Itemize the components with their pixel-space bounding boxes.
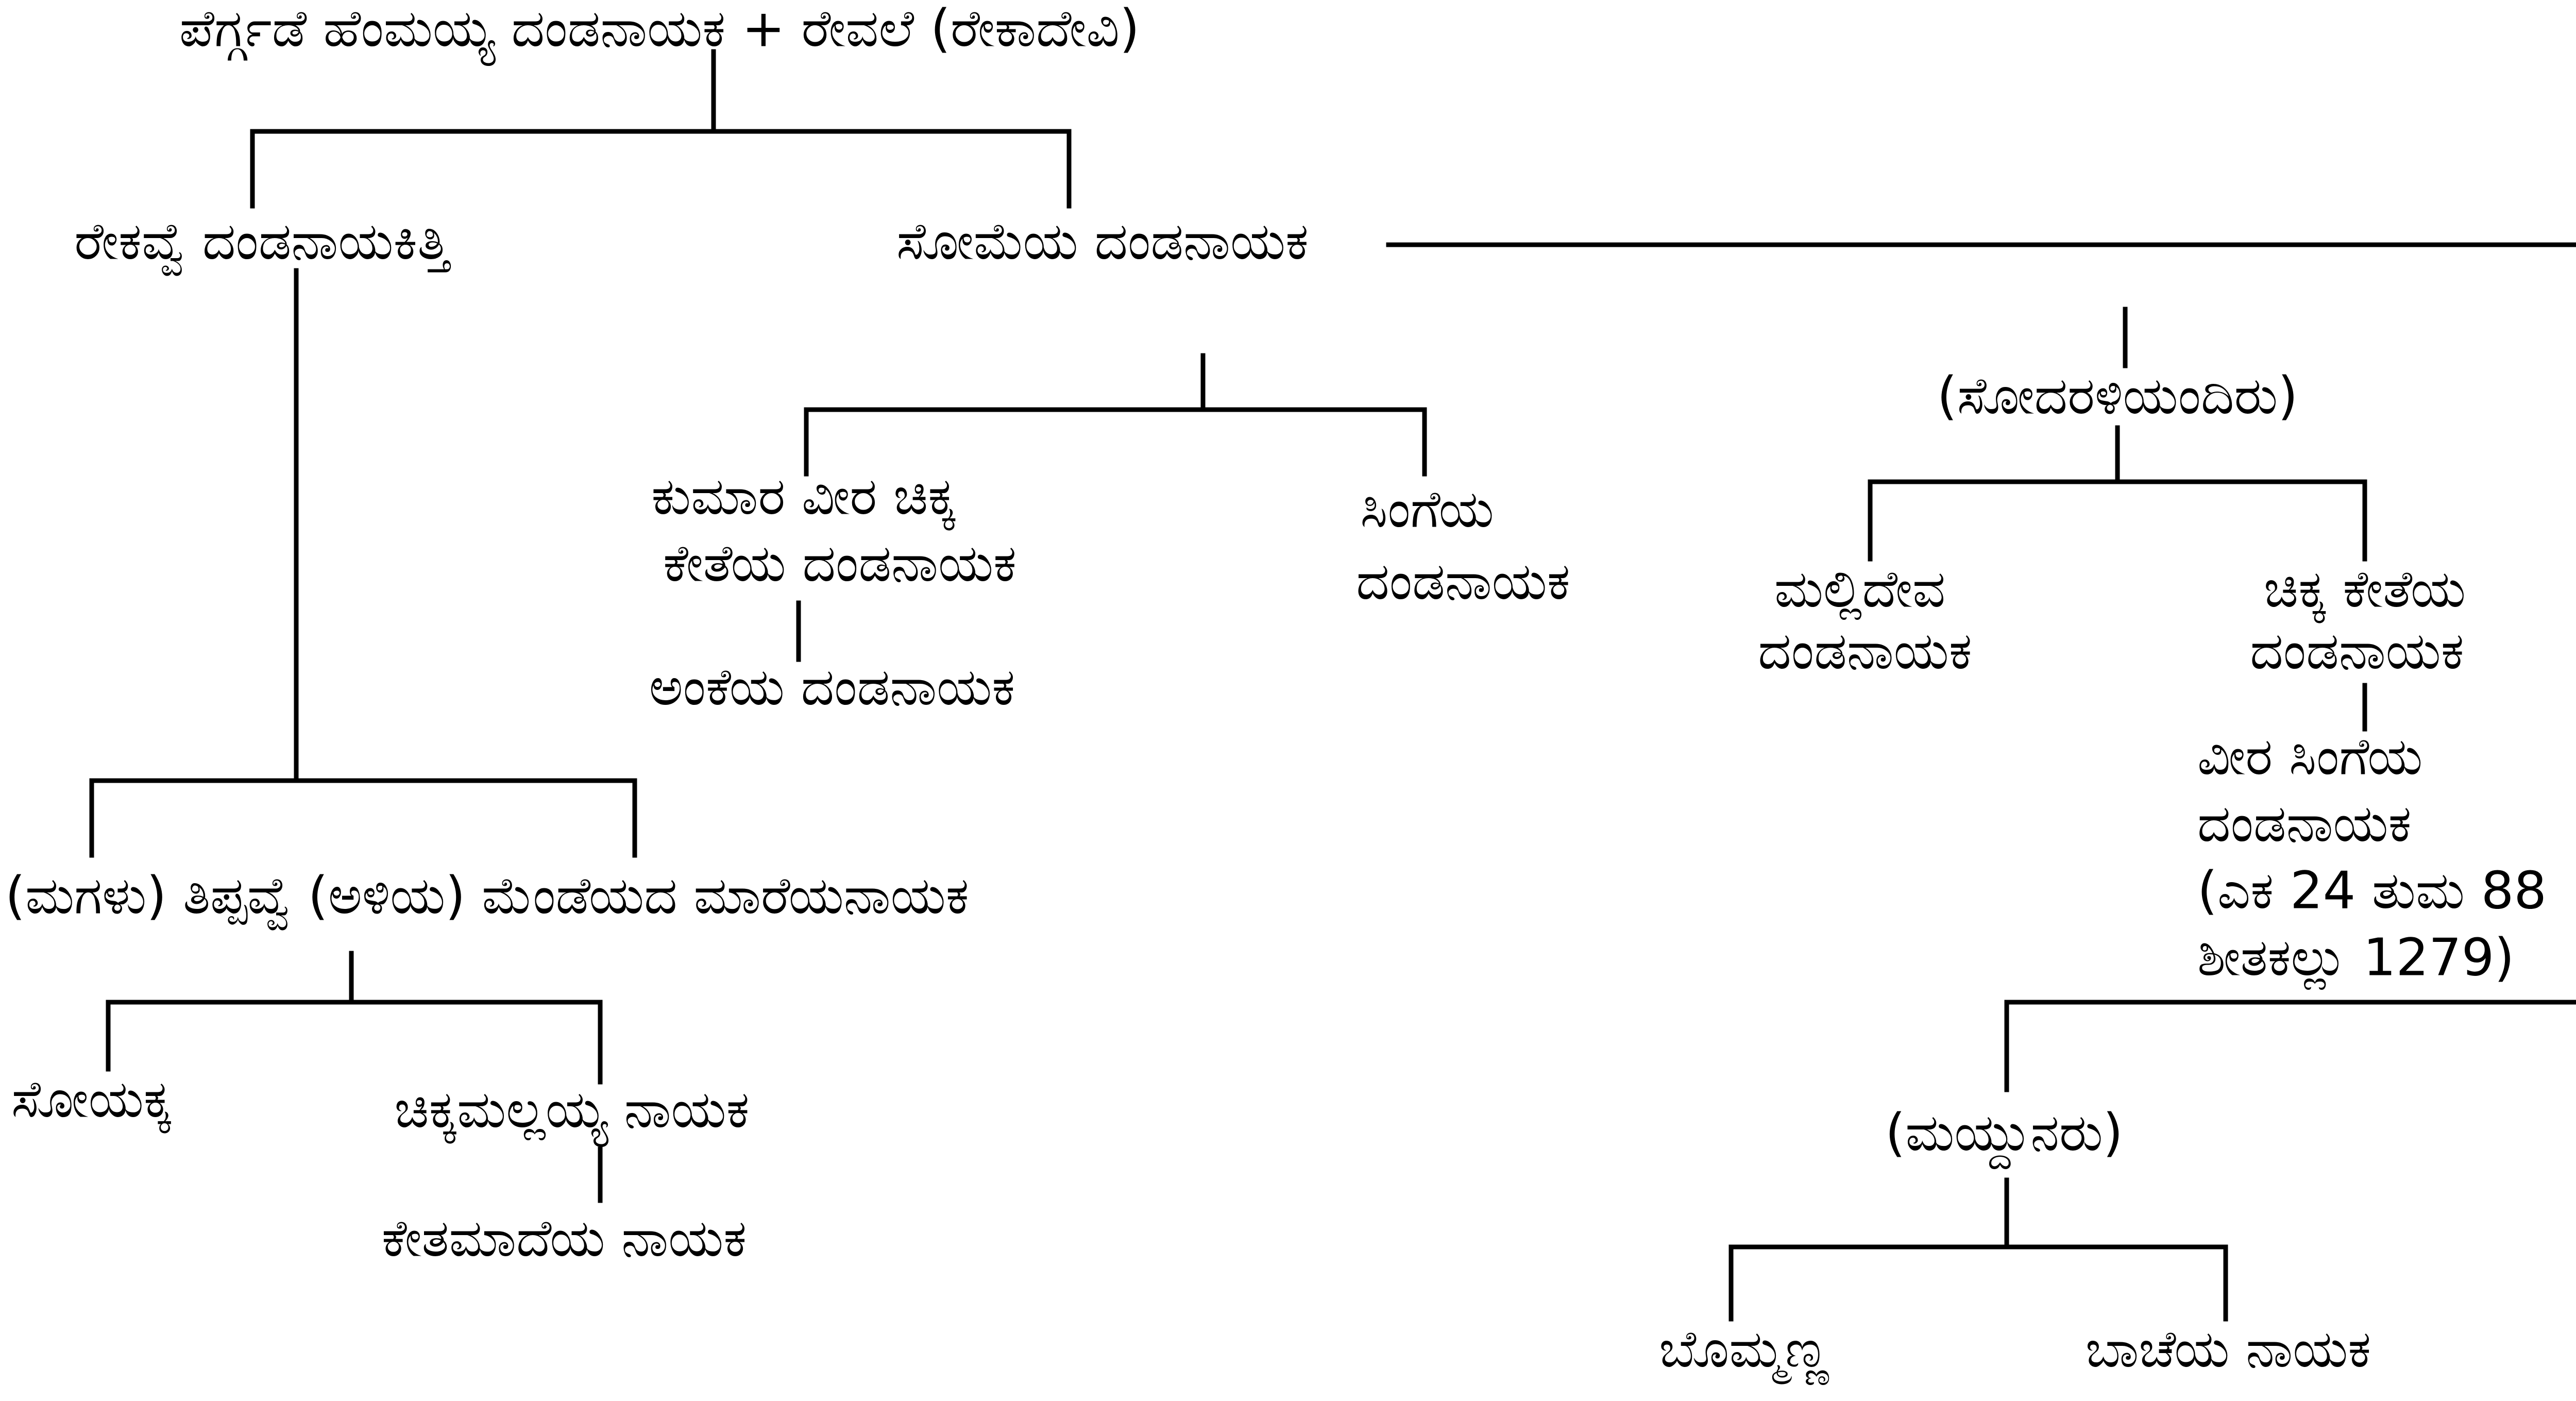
chikka-label-line2: ದಂಡನಾಯಕ: [2250, 620, 2464, 681]
root-couple-label: ಪೆರ್ಗ್ಗಡೆ ಹೆಂಮಯ್ಯ ದಂಡನಾಯಕ + ರೇವಲೆ (ರೇಕಾದ…: [179, 0, 1140, 66]
chikka-label-line1: ಚಿಕ್ಕ ಕೇತೆಯ: [2264, 559, 2466, 623]
soyakka-label: ಸೋಯಕ್ಕ: [11, 1069, 172, 1133]
connector-lines: [89, 49, 2576, 1322]
maiduna-label: (ಮಯ್ದುನರು): [1885, 1102, 2123, 1169]
someya-label: ಸೋಮೆಯ ದಂಡನಾಯಕ: [896, 211, 1309, 271]
tippavve-label: (ಮಗಳು) ತಿಪ್ಪವ್ವೆ (ಅಳಿಯ) ಮೆಂಡೆಯದ ಮಾರೆಯನಾಯ…: [5, 865, 969, 930]
veera-label-line4: ಶೀತಕಲ್ಲು 1279): [2197, 927, 2514, 989]
veera-label-line2: ದಂಡನಾಯಕ: [2197, 793, 2412, 853]
singeya-label-line1: ಸಿಂಗೆಯ: [1360, 479, 1494, 539]
kumara-label-line1: ಕುಮಾರ ವೀರ ಚಿಕ್ಕ: [651, 466, 956, 530]
malli-label-line1: ಮಲ್ಲಿದೇವ: [1774, 559, 1945, 619]
ankeya-label: ಅಂಕೆಯ ದಂಡನಾಯಕ: [649, 656, 1015, 717]
rekavve-label: ರೇಕವ್ವೆ ದಂಡನಾಯಕಿತ್ತಿ: [74, 211, 451, 276]
veera-label-line3: (ಎಕ 24 ತುಮ 88: [2197, 860, 2547, 920]
bommanna-label: ಬೊಮ್ಮಣ್ಣ: [1659, 1319, 1829, 1385]
veera-label-line1: ವೀರ ಸಿಂಗೆಯ: [2197, 726, 2422, 786]
kumara-label-line2: ಕೇತೆಯ ದಂಡನಾಯಕ: [663, 533, 1016, 593]
chikkamalla-label: ಚಿಕ್ಕಮಲ್ಲಯ್ಯ ನಾಯಕ: [394, 1079, 749, 1147]
bacheya-label: ಬಾಚೆಯ ನಾಯಕ: [2086, 1319, 2371, 1379]
singeya-label-line2: ದಂಡನಾಯಕ: [1356, 551, 1570, 611]
ketamadeya-label: ಕೇತಮಾದೆಯ ನಾಯಕ: [382, 1208, 747, 1268]
malli-label-line2: ದಂಡನಾಯಕ: [1758, 620, 1972, 681]
sodara-label: (ಸೋದರಳಿಯಂದಿರು): [1937, 365, 2298, 426]
